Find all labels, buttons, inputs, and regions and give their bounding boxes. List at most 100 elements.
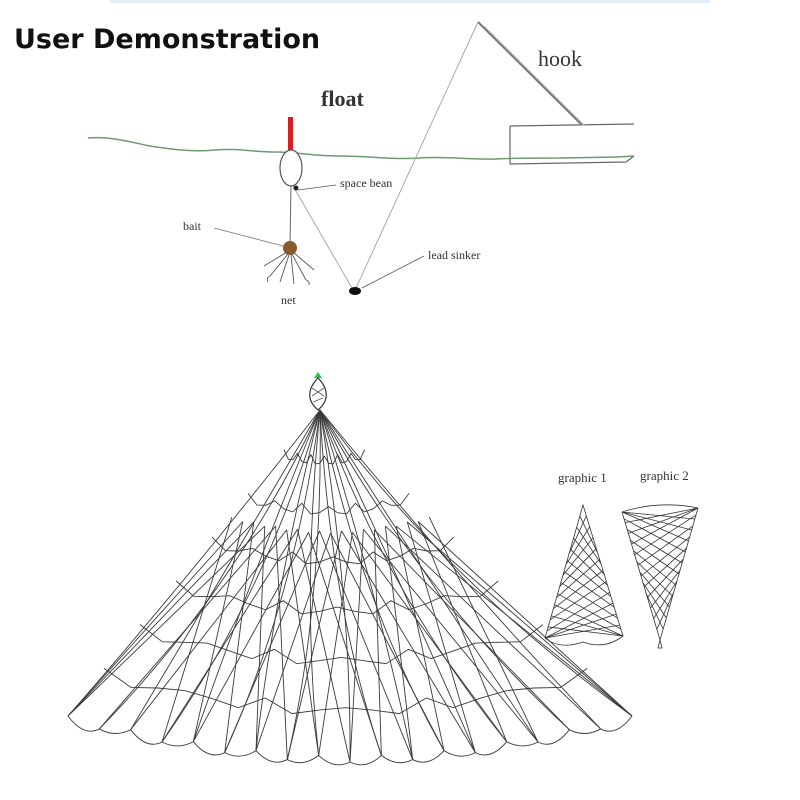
net-ring [211,536,455,565]
net-diagonal [255,533,331,751]
net-diagonal [130,529,287,730]
water-line [87,136,635,160]
bait-line [289,185,292,245]
graphic-2-diagonal [630,539,680,575]
net-diagonal [161,528,298,743]
graphic-1: graphic 1 [544,470,624,646]
bait-net-hooks [263,251,315,286]
boat-shape [509,123,635,165]
net-diagonal [224,521,255,753]
graphic-1-label: graphic 1 [558,470,607,485]
net-diagonal [428,516,539,743]
graphic-1-diagonal [570,549,608,586]
fishing-rig: hook float space bean bait lead sinker n… [87,21,635,307]
net-diagonal [373,529,382,756]
graphic-2-diagonal [637,525,694,566]
graphic-2-tip [657,639,663,649]
bait-ball [283,241,297,255]
net-diagonal [255,526,266,751]
net-diagonal [286,530,342,760]
graphic-2-diagonal [640,536,690,577]
top-decor-strip [110,0,710,3]
graphic-2-diagonal [634,514,697,556]
net-ring [139,624,544,665]
graphic-1-diagonal [566,560,612,597]
net-diagonal [318,532,353,756]
graphic-2-diagonal [631,507,699,545]
net-diagonal [67,521,244,717]
net-diagonal [319,530,414,760]
graphic-1-diagonal [544,613,617,639]
large-net [67,372,633,766]
net-rib [99,409,321,730]
net-ring [247,493,410,515]
net-rib [319,409,570,731]
net-float-icon [309,377,327,411]
net-diagonal [349,529,364,763]
float-label: float [321,86,364,111]
bait-pointer [213,227,284,247]
net-ring [103,667,588,715]
graphic-2-label: graphic 2 [640,468,689,483]
graphic-1-diagonal [579,515,598,553]
graphic-1-diagonal [568,515,587,554]
net-diagonal [352,532,508,742]
graphic-1-diagonal [563,571,615,608]
net-diagonal [374,529,570,730]
graphic-2-diagonal [653,580,678,619]
net-ring [175,580,499,615]
float-stick [288,117,293,153]
bait-label: bait [183,219,202,233]
net-diagonal [297,529,351,763]
graphic-2-diagonal [656,591,675,630]
graphic-2-diagonal [647,558,684,598]
space-bean-label: space bean [340,176,392,190]
graphic-2-diagonal [643,547,687,587]
graphic-1-diagonal [557,593,622,630]
graphic-1-diagonal [546,591,610,632]
net-diagonal [384,526,414,760]
net-rib [224,409,321,753]
space-bean [293,185,299,191]
graphic-1-diagonal [554,604,624,637]
net-rib [319,409,633,717]
net-diagonal [67,521,255,717]
graphic-2: graphic 2 [621,468,699,649]
graphic-2-diagonal [626,529,683,564]
net-diagonal [192,521,244,742]
fishing-rod [477,21,583,126]
net-diagonal [406,521,476,753]
float-body [279,149,303,187]
net-mesh [67,409,633,766]
graphic-1-mesh [544,503,624,646]
graphic-2-diagonal [621,511,689,542]
graphic-2-diagonal [628,507,699,534]
lead-sinker [349,287,361,295]
net-rib [319,409,601,730]
net-rib [130,409,321,730]
net-label: net [281,293,296,307]
graphic-2-diagonal [621,511,695,520]
graphic-1-diagonal [576,526,602,564]
net-diagonal [275,526,288,760]
graphic-1-diagonal [565,526,591,565]
net-rib [319,409,539,743]
rod-shadow [483,25,586,127]
net-diagonal [98,525,277,730]
graphic-2-diagonal [623,518,686,553]
lead-sinker-label: lead sinker [428,248,480,262]
net-rib [192,409,321,742]
graphic-2-diagonal [633,550,677,586]
lead-sinker-pointer [361,255,425,289]
graphic-2-mesh [621,504,699,649]
net-diagonal [330,532,445,751]
net-diagonal [417,521,508,742]
net-float-tip-icon [314,372,322,378]
net-diagonal [363,528,539,743]
net-diagonal [286,529,320,756]
float-to-sinker-line [292,185,353,289]
net-rib [161,409,321,743]
net-diagonal [192,532,309,742]
